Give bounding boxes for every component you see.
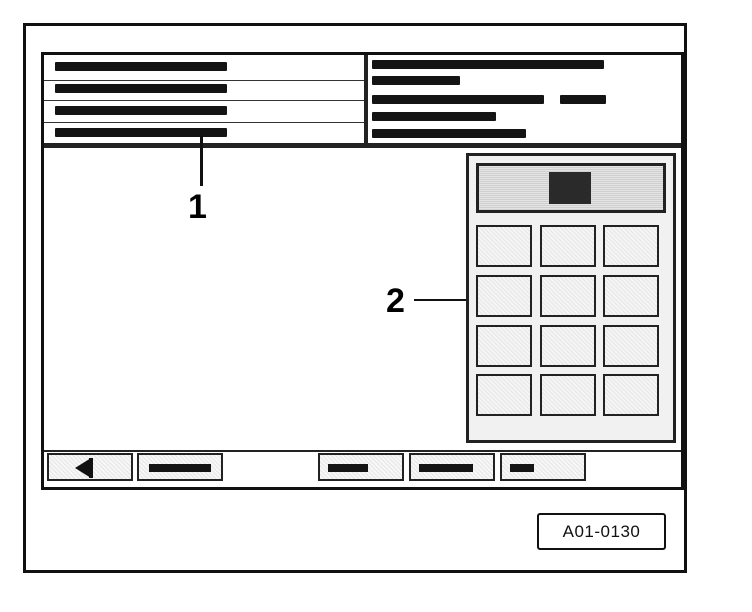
header-right-line-5	[372, 129, 526, 138]
callout-1-label: 1	[188, 188, 207, 226]
header-left-line-3	[55, 106, 227, 115]
keypad-key-r2c3[interactable]	[603, 275, 659, 317]
keypad-key-r3c3[interactable]	[603, 325, 659, 367]
header-right-line-4	[372, 112, 496, 121]
softkey-3-label	[328, 464, 368, 472]
callout-2-label: 2	[386, 282, 405, 320]
softkey-bar-divider	[44, 450, 681, 452]
header-divider	[44, 143, 681, 148]
header-right-line-1	[372, 60, 604, 69]
softkey-5[interactable]	[500, 453, 586, 481]
keypad-key-r1c2[interactable]	[540, 225, 596, 267]
softkey-4[interactable]	[409, 453, 495, 481]
keypad-key-r2c2[interactable]	[540, 275, 596, 317]
softkey-back[interactable]	[47, 453, 133, 481]
display-indicator	[549, 172, 591, 204]
header-left-line-4	[55, 128, 227, 137]
arrow-left-icon	[75, 458, 91, 478]
header-row-separator	[44, 100, 364, 101]
keypad-key-r4c2[interactable]	[540, 374, 596, 416]
header-column-divider	[364, 55, 368, 145]
softkey-2[interactable]	[137, 453, 223, 481]
header-row-separator	[44, 80, 364, 81]
header-row-separator	[44, 122, 364, 123]
softkey-2-label	[149, 464, 211, 472]
keypad-key-r1c3[interactable]	[603, 225, 659, 267]
header-right-line-2	[372, 76, 460, 85]
header-left-line-2	[55, 84, 227, 93]
header-right-line-3a	[372, 95, 544, 104]
callout-1-leader	[200, 136, 203, 186]
keypad-key-r4c1[interactable]	[476, 374, 532, 416]
keypad-key-r3c1[interactable]	[476, 325, 532, 367]
keypad-key-r3c2[interactable]	[540, 325, 596, 367]
keypad-key-r4c3[interactable]	[603, 374, 659, 416]
callout-2-leader	[414, 299, 508, 301]
keypad-key-r1c1[interactable]	[476, 225, 532, 267]
keypad-key-r2c1[interactable]	[476, 275, 532, 317]
header-right-line-3b	[560, 95, 606, 104]
softkey-3[interactable]	[318, 453, 404, 481]
arrow-left-icon-stem	[89, 458, 93, 478]
softkey-5-label	[510, 464, 534, 472]
softkey-4-label	[419, 464, 473, 472]
reference-code: A01-0130	[537, 513, 666, 550]
header-left-line-1	[55, 62, 227, 71]
